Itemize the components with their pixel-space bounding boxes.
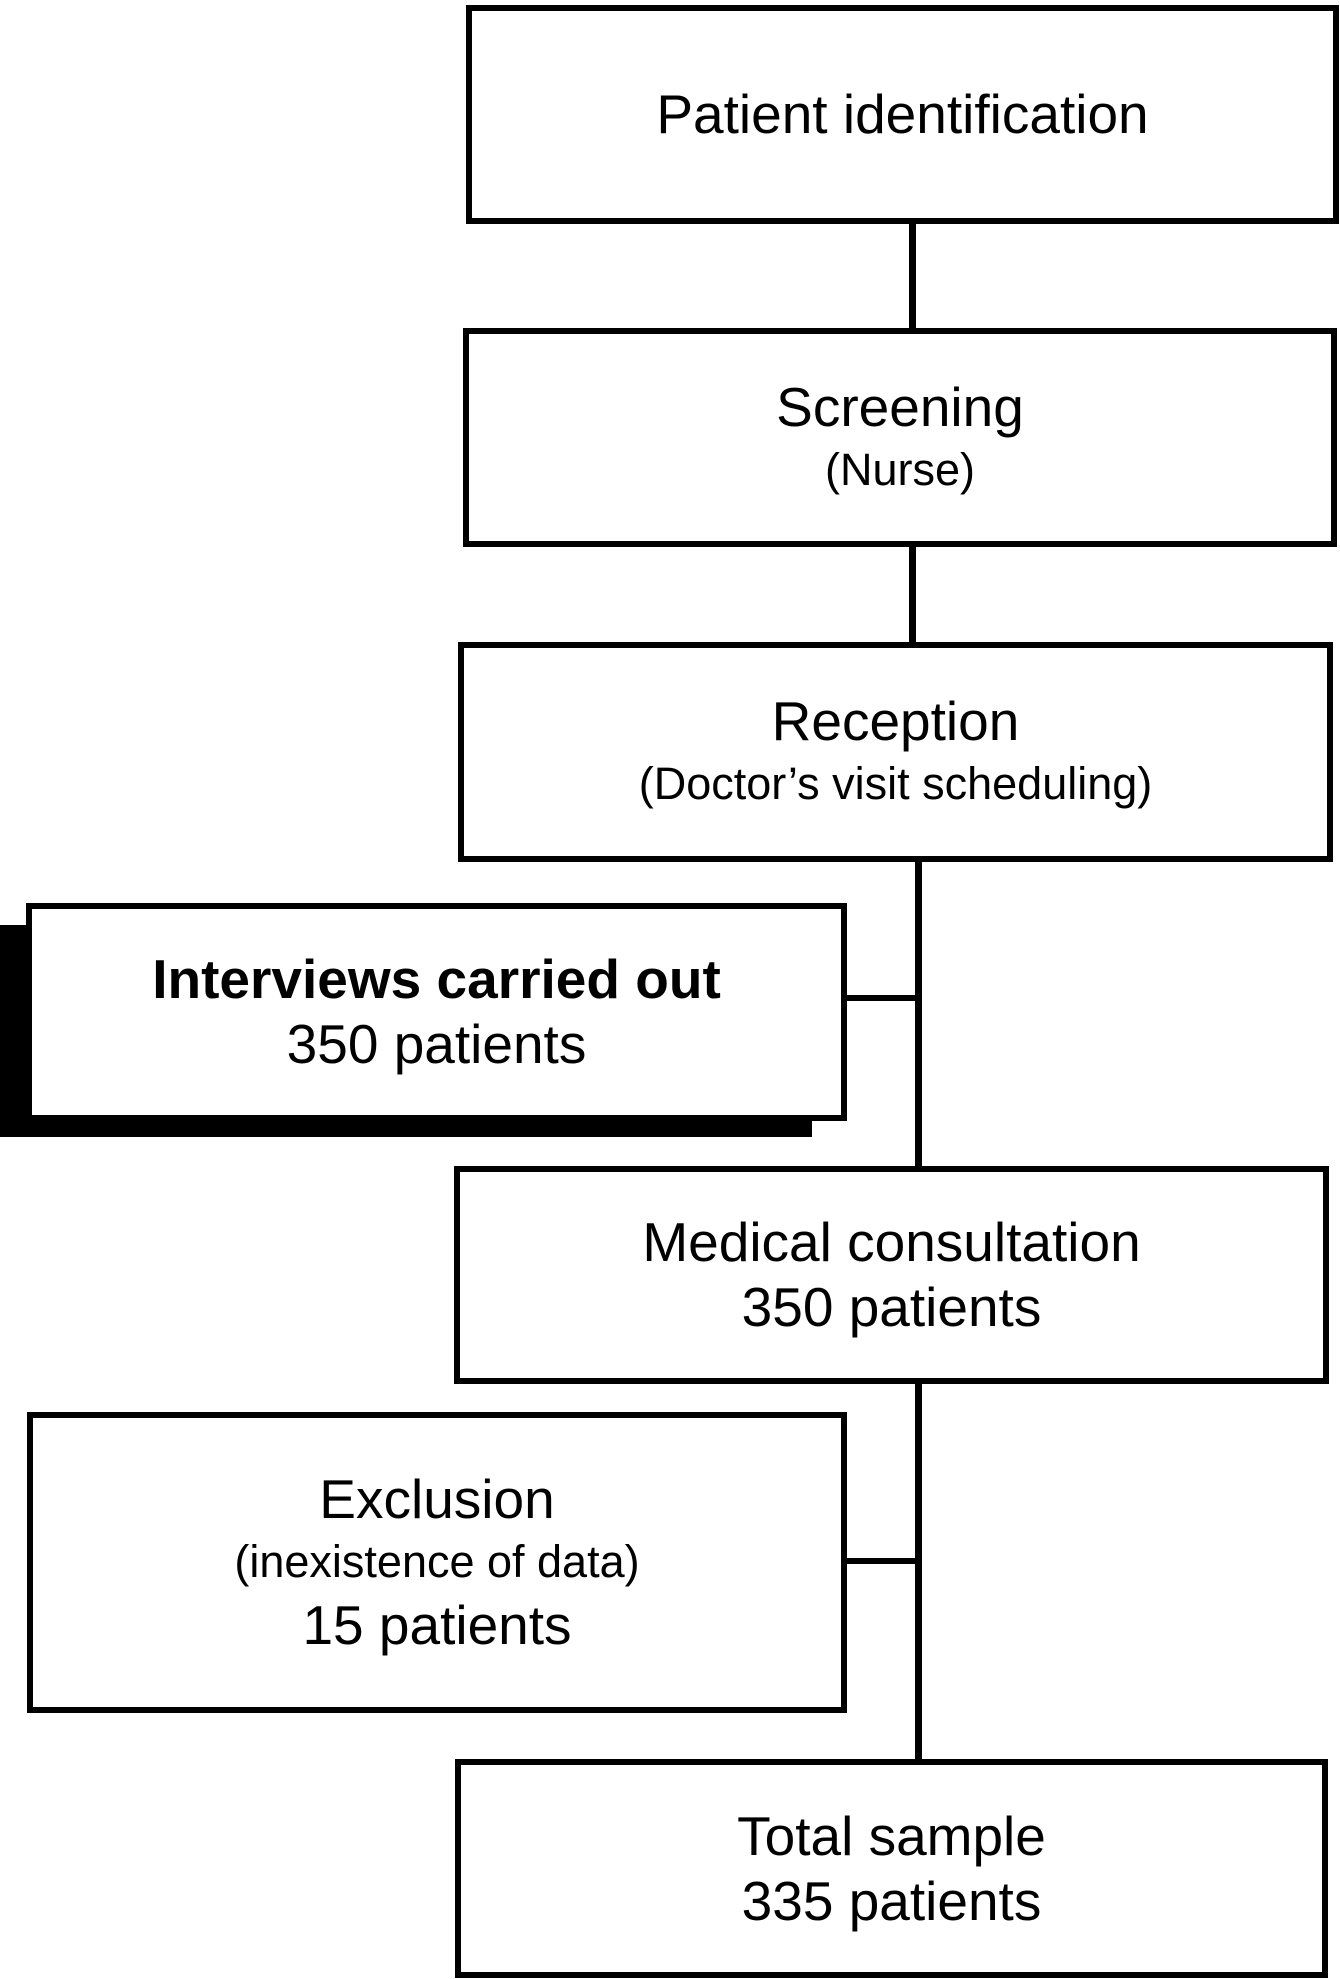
node-total-sample: Total sample 335 patients xyxy=(455,1759,1328,1978)
node-count: 350 patients xyxy=(286,1013,587,1075)
node-count: 350 patients xyxy=(741,1276,1042,1338)
node-subtitle: (Nurse) xyxy=(824,443,975,495)
node-title: Reception xyxy=(771,690,1020,753)
node-reception: Reception (Doctor’s visit scheduling) xyxy=(458,642,1333,862)
node-exclusion: Exclusion (inexistence of data) 15 patie… xyxy=(27,1412,847,1713)
node-title: Interviews carried out xyxy=(152,948,721,1011)
node-title: Exclusion xyxy=(319,1468,555,1531)
node-medical-consultation: Medical consultation 350 patients xyxy=(454,1166,1329,1384)
connector-branch-interviews xyxy=(843,995,919,1001)
connector-screening-reception xyxy=(909,543,916,646)
node-count: 335 patients xyxy=(741,1869,1042,1932)
node-interviews: Interviews carried out 350 patients xyxy=(26,903,847,1121)
connector-reception-consultation xyxy=(915,858,922,1170)
node-screening: Screening (Nurse) xyxy=(463,328,1337,547)
node-title: Patient identification xyxy=(656,83,1149,146)
node-patient-identification: Patient identification xyxy=(466,5,1339,224)
node-subtitle: (Doctor’s visit scheduling) xyxy=(638,758,1153,810)
connector-consultation-total xyxy=(915,1380,922,1763)
connector-identification-screening xyxy=(909,220,916,332)
node-title: Screening xyxy=(776,375,1024,438)
connector-branch-exclusion xyxy=(837,1558,919,1564)
node-subtitle: (inexistence of data) xyxy=(234,1536,640,1588)
node-count: 15 patients xyxy=(302,1593,572,1656)
node-title: Total sample xyxy=(737,1804,1046,1867)
node-title: Medical consultation xyxy=(642,1211,1141,1274)
